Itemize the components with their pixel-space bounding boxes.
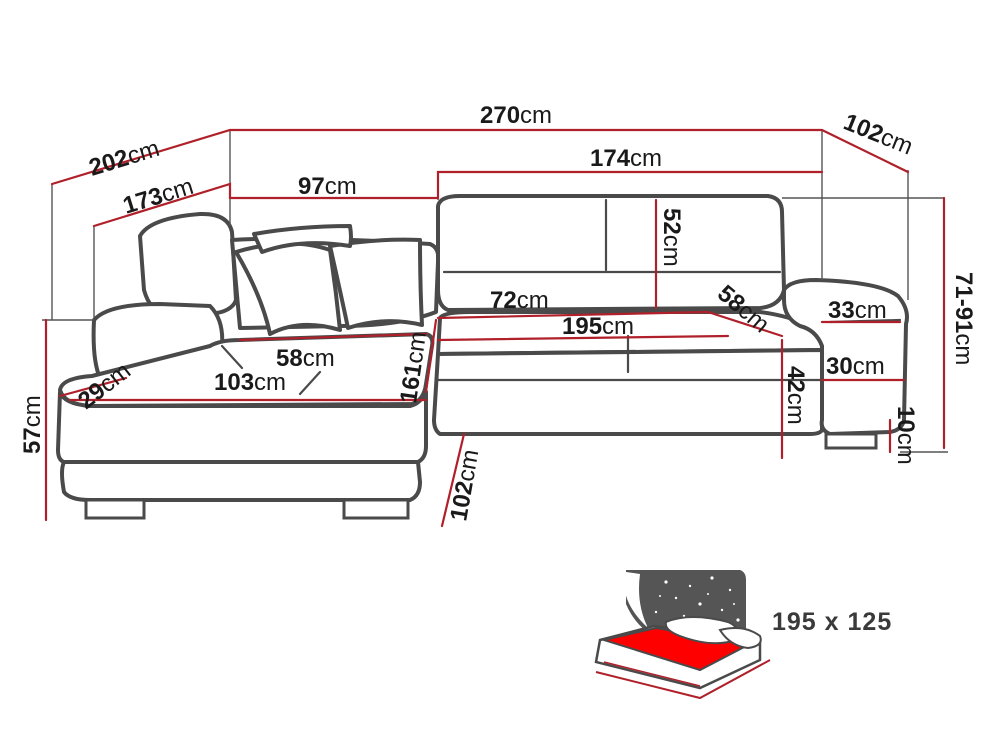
- right-armrest: [782, 278, 909, 436]
- left-back-cushion: [138, 211, 238, 318]
- label-main-seat-width: 195cm: [562, 313, 634, 340]
- seam: [298, 370, 322, 396]
- dim-line-chaise-length: [424, 318, 438, 394]
- label-seat-height: 42cm: [782, 366, 809, 425]
- label-right-depth: 102cm: [840, 109, 917, 161]
- dim-line-chaise-seat: [238, 332, 428, 342]
- bed-dimension-line: [595, 659, 771, 700]
- label-left-depth-total: 202cm: [86, 135, 163, 182]
- dim-line-58-right: [706, 310, 784, 338]
- chaise-base: [60, 460, 422, 502]
- label-left-depth-inner: 173cm: [120, 173, 197, 220]
- label-right-back-width: 174cm: [590, 145, 662, 172]
- pillow-small: [252, 224, 353, 254]
- dim-line-seat-depth: [436, 310, 710, 320]
- label-chaise-back-width: 97cm: [298, 173, 357, 200]
- dimension-lines: [44, 128, 946, 528]
- label-total-width: 270cm: [480, 102, 552, 129]
- dim-line-left-armrest: [58, 376, 128, 398]
- dim-line-main-seat: [436, 334, 730, 342]
- chaise-leg-left: [84, 498, 146, 520]
- chaise-leg-right: [342, 498, 410, 520]
- dim-line-inner: [92, 170, 824, 228]
- pillow-right: [328, 237, 424, 330]
- label-chaise-height: 57cm: [19, 395, 46, 454]
- sleeping-function-icon: [594, 570, 771, 700]
- label-back-height: 52cm: [658, 208, 685, 267]
- label-chaise-width: 103cm: [214, 369, 286, 396]
- stars: [654, 576, 740, 630]
- label-right-seat-width: 72cm: [490, 287, 549, 314]
- seam: [220, 344, 244, 370]
- label-chaise-length: 161cm: [395, 330, 432, 405]
- label-armrest-height: 30cm: [826, 353, 885, 380]
- label-total-height: 71-91cm: [950, 272, 977, 365]
- dim-line-front-depth: [440, 432, 466, 528]
- right-leg: [824, 432, 878, 450]
- label-leg-height: 10cm: [892, 406, 919, 465]
- dim-line-top: [50, 128, 910, 186]
- bed-size-label: 195 x 125: [772, 608, 892, 636]
- label-armrest-width: 33cm: [828, 297, 887, 324]
- sofa-drawing: [56, 194, 909, 520]
- label-chaise-front-depth: 102cm: [445, 447, 484, 523]
- right-front: [432, 348, 824, 436]
- bed-pillow-2: [718, 627, 762, 650]
- label-chaise-seat-depth: 58cm: [276, 345, 335, 372]
- chaise-front: [56, 390, 428, 464]
